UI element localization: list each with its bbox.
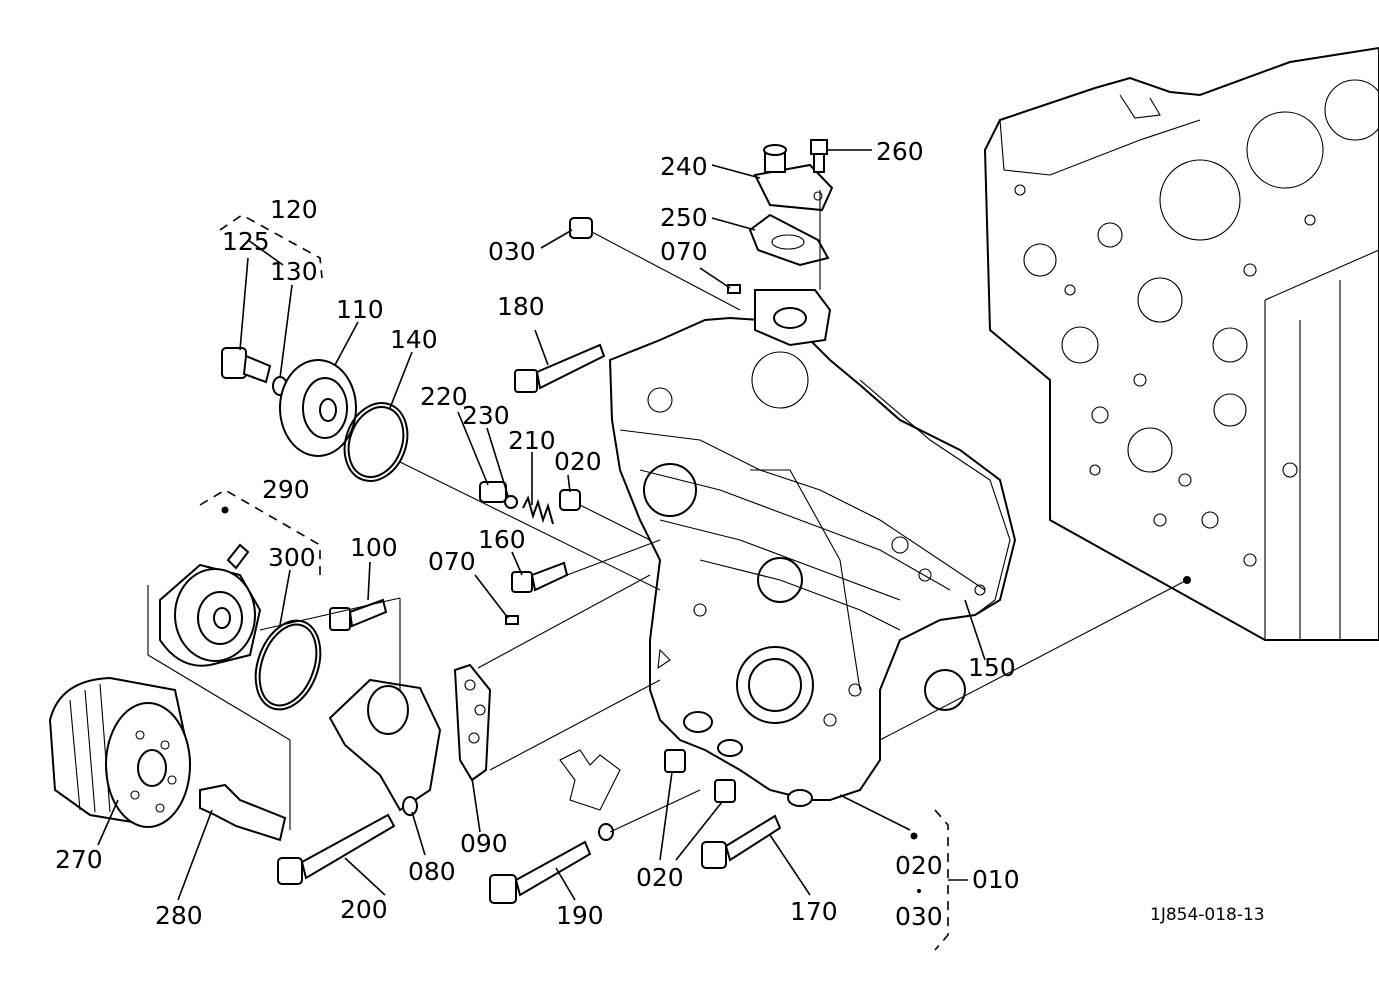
plugs-020-lower: [664, 749, 736, 803]
plug-030: [569, 217, 593, 239]
gasket-300: [254, 619, 322, 711]
label-240: 240: [660, 152, 708, 181]
water-flange-240: [753, 144, 834, 212]
label-180: 180: [497, 292, 545, 321]
label-130: 130: [270, 257, 318, 286]
label-210: 210: [508, 426, 556, 455]
gasket-090: [453, 663, 492, 782]
oil-cooler-290: [159, 543, 262, 667]
gear-case-gasket: [859, 379, 1011, 616]
label-070-top: 070: [660, 237, 708, 266]
label-150: 150: [968, 653, 1016, 682]
bolt-190: [489, 823, 614, 904]
relief-valve-parts: [479, 481, 581, 525]
oil-filter-270: [48, 676, 192, 828]
label-070-lower: 070: [428, 547, 476, 576]
bracket-sketch: [559, 749, 621, 811]
pin-070-lower: [505, 615, 519, 625]
label-140: 140: [390, 325, 438, 354]
bolt-160: [511, 561, 569, 593]
gear-case: [608, 289, 1017, 807]
label-100: 100: [350, 533, 398, 562]
label-125: 125: [222, 227, 270, 256]
label-170: 170: [790, 897, 838, 926]
label-020-right: 020: [895, 851, 943, 880]
filter-bracket: [328, 598, 442, 816]
reference-code: 1J854-018-13: [1150, 905, 1265, 925]
label-020-top: 020: [554, 447, 602, 476]
label-190: 190: [556, 901, 604, 930]
nipple-280: [199, 783, 287, 842]
label-020-lower: 020: [636, 863, 684, 892]
cover-group-120: [221, 347, 409, 482]
label-290: 290: [262, 475, 310, 504]
flange-gasket-250: [748, 213, 830, 267]
group-brackets: [199, 214, 968, 951]
label-030-top: 030: [488, 237, 536, 266]
bolt-260: [810, 139, 828, 173]
leader-lines: [97, 149, 1188, 901]
label-280: 280: [155, 901, 203, 930]
label-120: 120: [270, 195, 318, 224]
label-300: 300: [268, 543, 316, 572]
bolt-170: [701, 814, 782, 869]
label-110: 110: [336, 295, 384, 324]
callout-labels: 120 125 130 110 140 240 260 250 030 070 …: [55, 137, 1265, 931]
label-090: 090: [460, 829, 508, 858]
label-080: 080: [408, 857, 456, 886]
pin-070-top: [727, 284, 741, 294]
label-030-right: 030: [895, 902, 943, 931]
bolt-200: [277, 813, 396, 885]
label-250: 250: [660, 203, 708, 232]
label-160: 160: [478, 525, 526, 554]
label-200: 200: [340, 895, 388, 924]
engine-block: [983, 46, 1379, 641]
label-230: 230: [462, 401, 510, 430]
label-010: 010: [972, 865, 1020, 894]
label-220: 220: [420, 382, 468, 411]
bolt-180: [514, 343, 606, 393]
label-270: 270: [55, 845, 103, 874]
label-260: 260: [876, 137, 924, 166]
